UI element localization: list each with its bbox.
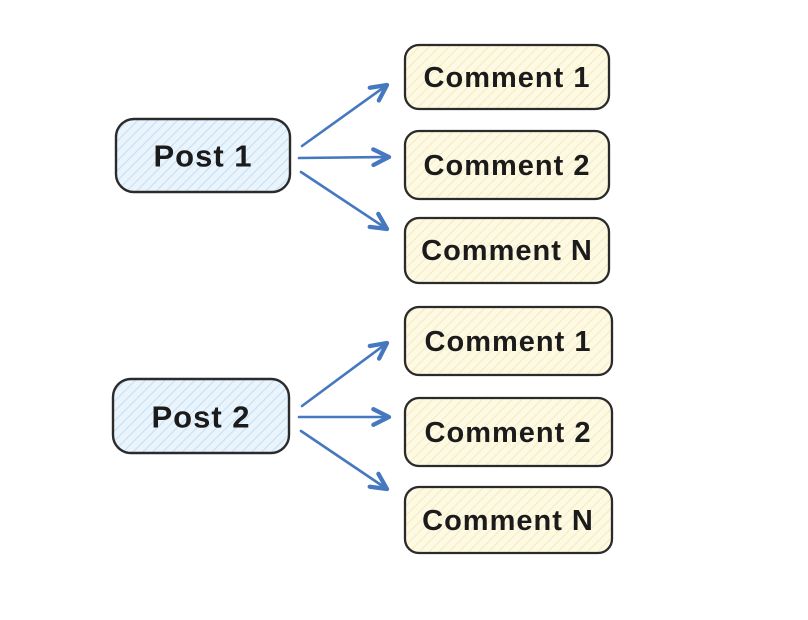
arrow-post1-comment1 — [300, 82, 390, 148]
post-2-node — [111, 377, 291, 455]
comment-node — [403, 305, 614, 377]
comment-label: Comment 1 — [424, 62, 591, 94]
post-1-node — [114, 117, 292, 194]
arrow-post2-comment1 — [300, 340, 390, 408]
comment-label: Comment N — [422, 505, 594, 537]
post-1-group: Post 1 Comment 1 Comment 2 Comment N — [114, 43, 611, 285]
arrow-post2-commentN — [299, 429, 390, 492]
comment-node — [403, 129, 611, 201]
comment-label: Comment 2 — [425, 417, 592, 449]
arrow-post1-commentN — [299, 170, 390, 232]
comment-label: Comment N — [421, 235, 593, 267]
comment-node — [403, 43, 611, 111]
comment-label: Comment 2 — [424, 150, 591, 182]
comment-label: Comment 1 — [425, 326, 592, 358]
comment-node — [403, 396, 614, 468]
arrow-post1-comment2 — [297, 147, 392, 168]
post-2-group: Post 2 Comment 1 Comment 2 Comment N — [111, 305, 614, 555]
post-2-label: Post 2 — [151, 400, 250, 435]
comment-node — [403, 485, 614, 555]
comment-node — [403, 216, 611, 285]
post-1-label: Post 1 — [153, 139, 252, 174]
